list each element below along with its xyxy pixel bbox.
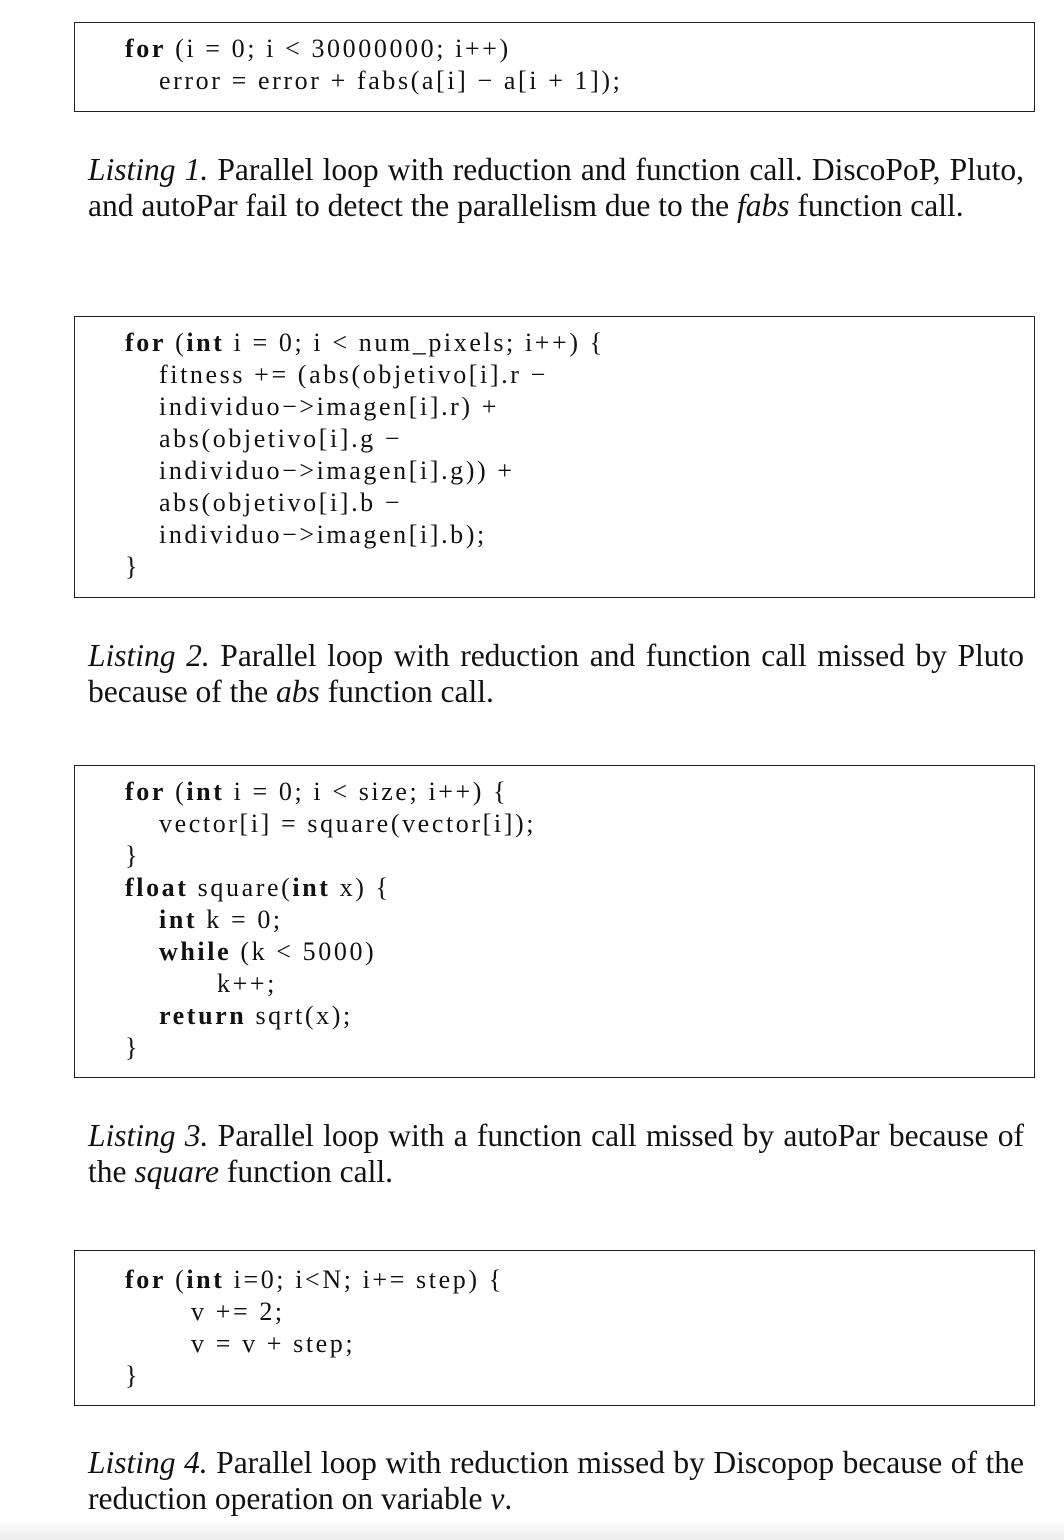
code-line: error = error + fabs(a[i] − a[i + 1]); [159,66,623,95]
page-bottom-shadow [0,1518,1064,1540]
code-listing-4: for (int i=0; i<N; i+= step) { v += 2; v… [74,1250,1035,1406]
code-listing-2: for (int i = 0; i < num_pixels; i++) { f… [74,316,1035,598]
code-line: individuo−>imagen[i].g)) + [159,456,515,485]
code-line: } [125,841,141,870]
code-line: return sqrt(x); [159,1001,353,1030]
code-line: abs(objetivo[i].b − [159,488,403,517]
code-line: for (int i = 0; i < size; i++) { [125,777,509,806]
code-line: individuo−>imagen[i].b); [159,520,487,549]
code-listing-3: for (int i = 0; i < size; i++) { vector[… [74,765,1035,1078]
code-line: for (int i=0; i<N; i+= step) { [125,1265,504,1294]
listing-1-caption: Listing 1. Parallel loop with reduction … [88,152,1024,223]
code-line: v = v + step; [191,1329,356,1358]
code-line: for (int i = 0; i < num_pixels; i++) { [125,328,605,357]
listing-4-caption: Listing 4. Parallel loop with reduction … [88,1445,1024,1516]
code-line: abs(objetivo[i].g − [159,424,403,453]
listing-3-caption: Listing 3. Parallel loop with a function… [88,1118,1024,1189]
code-line: } [125,1361,141,1390]
code-line: int k = 0; [159,905,283,934]
code-listing-1: for (i = 0; i < 30000000; i++) error = e… [74,22,1035,112]
code-line: v += 2; [191,1297,285,1326]
code-line: } [125,1033,141,1062]
code-line: } [125,552,141,581]
code-line: vector[i] = square(vector[i]); [159,809,537,838]
code-line: k++; [217,969,277,998]
listing-2-caption: Listing 2. Parallel loop with reduction … [88,638,1024,709]
code-line: for (i = 0; i < 30000000; i++) [125,34,511,63]
code-line: float square(int x) { [125,873,391,902]
code-line: fitness += (abs(objetivo[i].r − [159,360,548,389]
code-line: while (k < 5000) [159,937,377,966]
code-line: individuo−>imagen[i].r) + [159,392,500,421]
